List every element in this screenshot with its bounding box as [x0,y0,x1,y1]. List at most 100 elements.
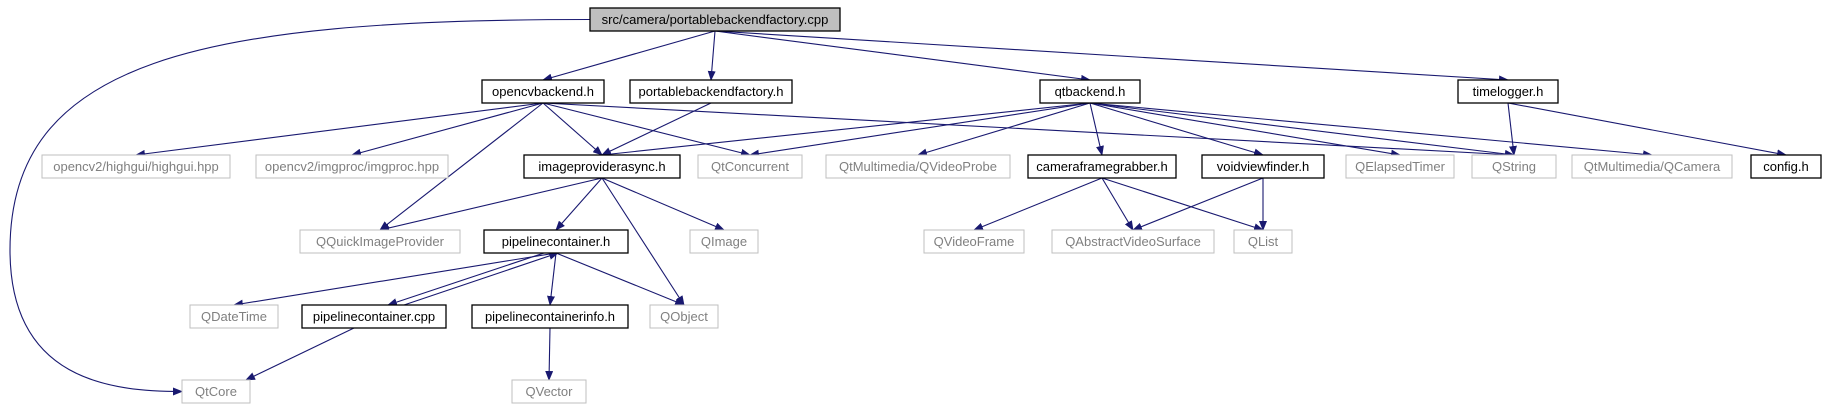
edge-qtbackend-h-to-qtconcurrent [749,102,1091,158]
node-qvideoprobe: QtMultimedia/QVideoProbe [825,154,1011,179]
node-voidviewfinder-h[interactable]: voidviewfinder.h [1201,154,1325,179]
edge-qtbackend-h-to-qvideoprobe [917,102,1091,157]
node-qtbackend-h[interactable]: qtbackend.h [1039,79,1141,104]
node-cameraframegrabber-h[interactable]: cameraframegrabber.h [1027,154,1177,179]
node-box [1571,154,1733,179]
node-box [1345,154,1455,179]
node-label: opencv2/imgproc/imgproc.hpp [265,159,439,174]
node-qimage: QImage [689,229,759,254]
node-opencvbackend-h[interactable]: opencvbackend.h [481,79,605,104]
node-box [189,304,279,329]
node-label: QImage [701,234,747,249]
edge-pipelinecontainerinfo-h-to-qvector [545,327,554,381]
edge-qtbackend-h-to-imageproviderasync-h [601,102,1091,159]
edge-opencvbackend-h-to-qtconcurrent [542,102,751,157]
edge-timelogger-h-to-config-h [1507,102,1787,158]
node-box [589,7,841,32]
node-box [1039,79,1141,104]
node-box [511,379,587,404]
node-label: QVideoFrame [934,234,1015,249]
edge-portablebackendfactory-h-to-imageproviderasync-h [601,102,712,156]
edge-qtbackend-h-to-qstring [1089,102,1515,158]
node-box [697,154,803,179]
edge-imageproviderasync-h-to-qimage [601,177,725,231]
node-label: QString [1492,159,1536,174]
edge-pipelinecontainer-cpp-to-pipelinecontainer-h [403,252,559,306]
edge-qtbackend-h-to-voidviewfinder-h [1089,102,1264,157]
node-box [41,154,231,179]
node-box [649,304,719,329]
edge-timelogger-h-to-qstring [1507,102,1517,156]
node-label: opencv2/highgui/highgui.hpp [53,159,219,174]
node-label: QList [1248,234,1279,249]
edge-pipelinecontainer-h-to-qobject [555,252,685,306]
node-box [1471,154,1557,179]
edge-root-to-timelogger-h [714,30,1509,84]
node-label: voidviewfinder.h [1217,159,1310,174]
node-timelogger-h[interactable]: timelogger.h [1457,79,1559,104]
node-pipelinecontainer-h[interactable]: pipelinecontainer.h [483,229,629,254]
node-label: opencvbackend.h [492,84,594,99]
node-box [481,79,605,104]
node-imgproc: opencv2/imgproc/imgproc.hpp [255,154,449,179]
edge-opencvbackend-h-to-imgproc [351,102,544,157]
edge-opencvbackend-h-to-imageproviderasync-h [542,102,603,156]
edges-layer [9,18,1787,396]
edge-opencvbackend-h-to-highgui [135,102,544,158]
edge-cameraframegrabber-h-to-qlist [1101,177,1264,232]
edge-imageproviderasync-h-to-qquickimageprovider [379,177,603,232]
node-label: pipelinecontainer.h [502,234,610,249]
node-qtconcurrent: QtConcurrent [697,154,803,179]
node-label: pipelinecontainerinfo.h [485,309,615,324]
edge-cameraframegrabber-h-to-qabstractvideosurface [1101,177,1134,231]
node-pipelinecontainerinfo-h[interactable]: pipelinecontainerinfo.h [471,304,629,329]
node-label: qtbackend.h [1055,84,1126,99]
edge-root-to-qtcore [9,18,591,396]
node-label: QObject [660,309,708,324]
node-box [689,229,759,254]
node-label: imageproviderasync.h [538,159,665,174]
node-label: timelogger.h [1473,84,1544,99]
node-label: QVector [526,384,574,399]
node-box [523,154,681,179]
node-box [1233,229,1293,254]
edge-root-to-opencvbackend-h [542,30,716,82]
node-config-h[interactable]: config.h [1750,154,1822,179]
node-box [1051,229,1215,254]
node-label: QElapsedTimer [1355,159,1445,174]
node-qvector: QVector [511,379,587,404]
node-label: QDateTime [201,309,267,324]
node-pipelinecontainer-cpp[interactable]: pipelinecontainer.cpp [301,304,447,329]
node-box [471,304,629,329]
node-label: QAbstractVideoSurface [1065,234,1201,249]
edge-voidviewfinder-h-to-qabstractvideosurface [1132,177,1264,231]
node-qcamera: QtMultimedia/QCamera [1571,154,1733,179]
node-portablebackendfactory-h[interactable]: portablebackendfactory.h [629,79,793,104]
edge-root-to-qtbackend-h [714,30,1091,83]
node-imageproviderasync-h[interactable]: imageproviderasync.h [523,154,681,179]
node-qabstractvideosurface: QAbstractVideoSurface [1051,229,1215,254]
node-qelapsedtimer: QElapsedTimer [1345,154,1455,179]
node-box [629,79,793,104]
edge-pipelinecontainer-h-to-pipelinecontainer-cpp [387,252,545,306]
node-label: portablebackendfactory.h [638,84,783,99]
node-root[interactable]: src/camera/portablebackendfactory.cpp [589,7,841,32]
node-qobject: QObject [649,304,719,329]
edge-opencvbackend-h-to-qquickimageprovider [379,102,544,231]
node-box [181,379,251,404]
node-label: QtMultimedia/QCamera [1584,159,1721,174]
node-box [1750,154,1822,179]
node-label: config.h [1763,159,1809,174]
edge-qtbackend-h-to-qelapsedtimer [1089,102,1401,158]
node-label: QtConcurrent [711,159,789,174]
node-label: QQuickImageProvider [316,234,445,249]
edge-cameraframegrabber-h-to-qvideoframe [973,177,1103,231]
node-qlist: QList [1233,229,1293,254]
node-box [1027,154,1177,179]
node-qstring: QString [1471,154,1557,179]
node-qdatetime: QDateTime [189,304,279,329]
edge-pipelinecontainer-h-to-qdatetime [233,252,557,308]
node-box [923,229,1025,254]
edge-qtbackend-h-to-qcamera [1089,102,1653,159]
